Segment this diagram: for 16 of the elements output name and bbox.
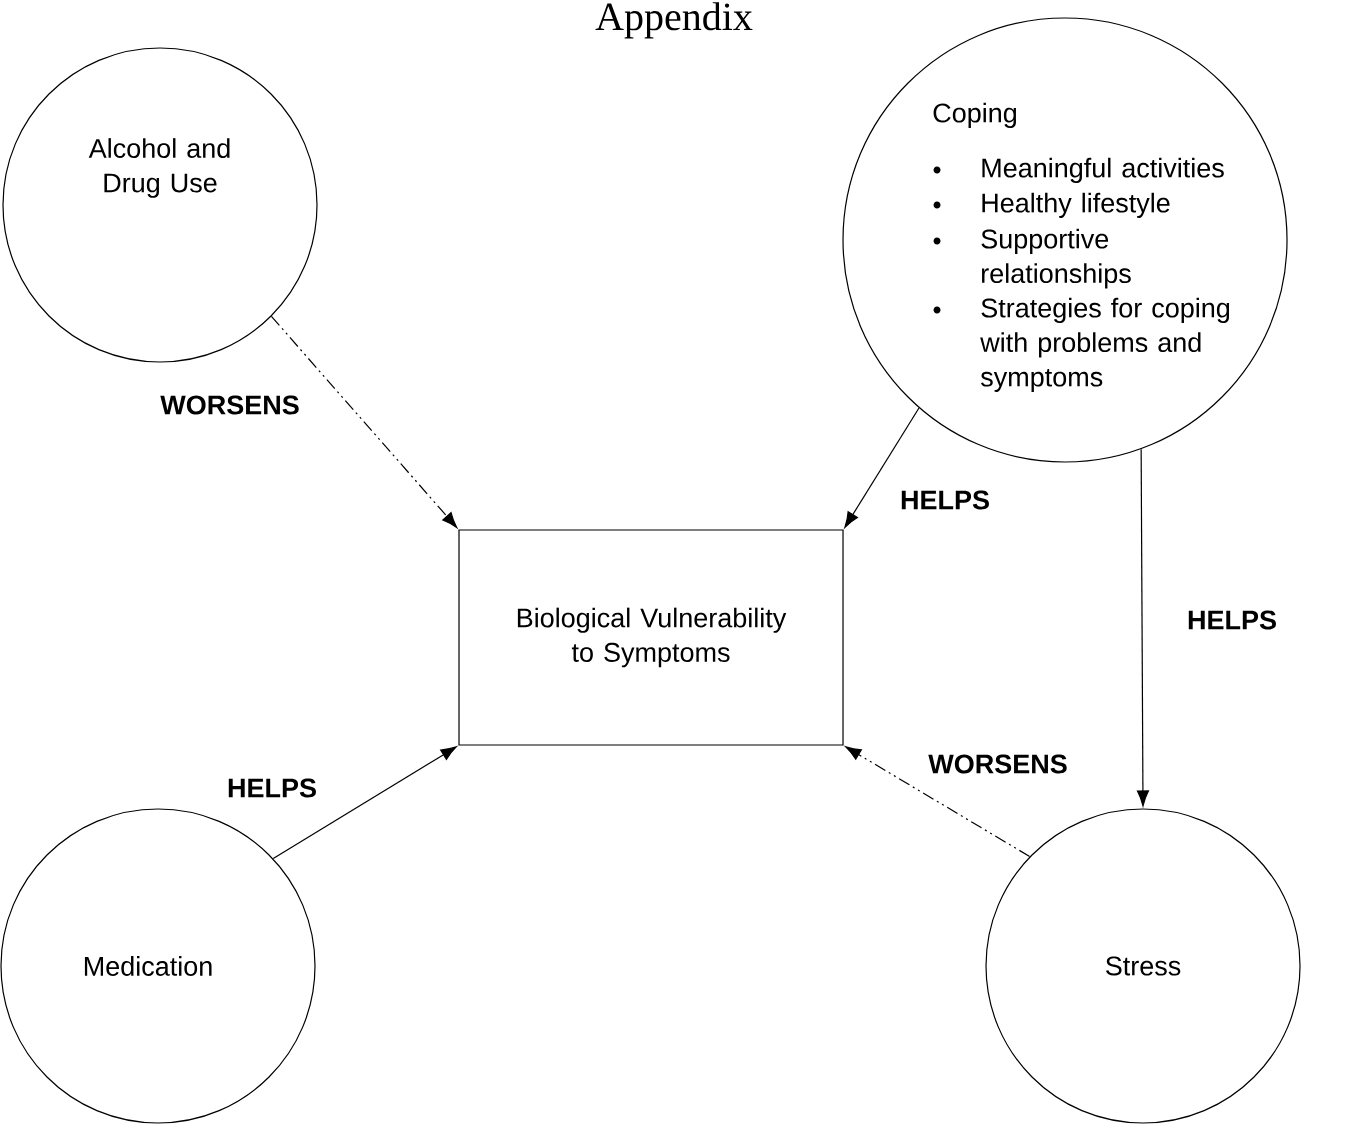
process-box: Biological Vulnerability to Symptoms bbox=[458, 529, 844, 746]
circle-node: Medication bbox=[0, 808, 316, 1124]
edge-label: WORSENS bbox=[158, 393, 302, 417]
edge-label: HELPS bbox=[225, 776, 319, 800]
arrow bbox=[1136, 448, 1149, 807]
arrow bbox=[845, 746, 1031, 858]
title: Appendix bbox=[595, 2, 753, 39]
circle-node: Alcohol and Drug Use bbox=[2, 47, 318, 363]
arrow bbox=[270, 315, 458, 529]
circle-node: Stress bbox=[985, 808, 1301, 1124]
edge-label: WORSENS bbox=[926, 752, 1070, 776]
edge-label: HELPS bbox=[898, 488, 992, 512]
arrow bbox=[844, 407, 920, 528]
edge-label: HELPS bbox=[1185, 608, 1280, 632]
arrow bbox=[272, 746, 457, 860]
circle-node: Coping Meaningful activities Healthy lifestyle Supportive relationships Strategies for coping with problems and symptoms bbox=[842, 17, 1288, 463]
